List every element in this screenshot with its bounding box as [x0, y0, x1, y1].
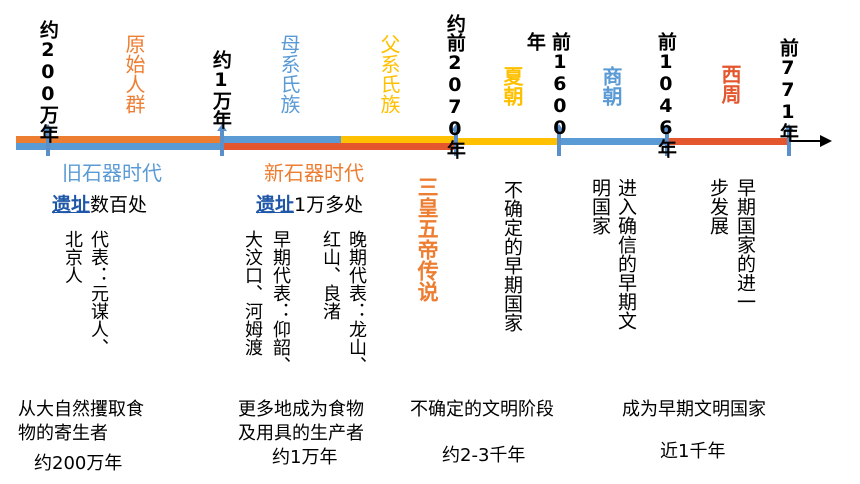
- marker-arrow-icon: [43, 124, 53, 156]
- neo-sites-count: 1万多处: [294, 194, 364, 216]
- marker-arrow-icon: [217, 124, 227, 156]
- period-fuxi: 父系氏族: [377, 34, 401, 114]
- summary-uncertain-line1: 不确定的文明阶段: [410, 399, 554, 420]
- neo-sites-link[interactable]: 遗址: [256, 194, 295, 216]
- bar-shang-blue: [558, 138, 666, 145]
- period-shang: 商朝: [599, 66, 623, 106]
- sanhuang-wudi-legend: 三皇五帝传说: [415, 176, 440, 302]
- summary-civilization-line1: 成为早期文明国家: [622, 399, 766, 420]
- summary-uncertain-time: 约2-3千年: [442, 445, 526, 466]
- marker-arrow-icon: [784, 124, 794, 156]
- time-label-200wan: 约200万年: [36, 20, 59, 143]
- neo-early-col2: 大汶口、河姆渡: [242, 230, 263, 356]
- time-label-1600: 前1600: [548, 32, 571, 139]
- marker-arrow-icon: [662, 124, 672, 156]
- neo-late-col2: 红山、良渚: [320, 230, 341, 320]
- shang-desc-col2: 明国家: [589, 178, 611, 235]
- period-xia: 夏朝: [500, 66, 524, 106]
- timeline-axis: [788, 140, 822, 142]
- zhou-desc-col2: 步发展: [707, 178, 729, 235]
- bar-paleo-blue: [16, 143, 221, 150]
- era-paleolithic: 旧石器时代: [62, 161, 162, 185]
- summary-neo-line2: 及用具的生产者: [238, 423, 364, 444]
- neo-late-col1: 晚期代表：龙山、: [346, 230, 367, 374]
- period-xizhou: 西周: [718, 64, 742, 104]
- bar-xizhou-orange: [666, 138, 788, 145]
- bar-yuanshi-orange: [16, 136, 221, 143]
- bar-fuxi-yellow: [341, 136, 455, 143]
- neo-sites: 遗址1万多处: [256, 193, 363, 217]
- summary-neo-line1: 更多地成为食物: [238, 399, 364, 420]
- paleo-sites-link[interactable]: 遗址: [52, 194, 91, 216]
- summary-civilization-time: 近1千年: [660, 441, 726, 462]
- time-label-771: 前771年: [776, 38, 799, 142]
- time-label-1046: 前1046年: [654, 32, 677, 158]
- summary-paleo-line1: 从大自然攫取食: [18, 399, 144, 420]
- era-neolithic: 新石器时代: [264, 161, 364, 185]
- period-muxi: 母系氏族: [277, 34, 301, 114]
- neo-early-col1: 早期代表：仰韶、: [270, 230, 291, 374]
- bar-muxi-blue: [221, 136, 341, 143]
- paleo-sites: 遗址数百处: [52, 193, 147, 217]
- xia-description: 不确定的早期国家: [501, 180, 523, 332]
- summary-neo: 更多地成为食物 及用具的生产者 约1万年: [238, 398, 364, 470]
- summary-neo-time: 约1万年: [272, 447, 338, 468]
- time-label-1600-suffix: 年: [523, 32, 546, 51]
- paleo-rep-col2: 北京人: [62, 230, 83, 284]
- shang-desc-col1: 进入确信的早期文: [615, 178, 637, 330]
- paleo-rep-col1: 代表：元谋人、: [88, 230, 109, 356]
- time-label-1wan: 约1万年: [209, 50, 232, 129]
- marker-arrow-icon: [451, 124, 461, 156]
- summary-paleo: 从大自然攫取食 物的寄生者 约200万年: [18, 398, 144, 476]
- summary-uncertain: 不确定的文明阶段 约2-3千年: [410, 398, 554, 468]
- paleo-sites-count: 数百处: [90, 194, 148, 216]
- bar-xia-yellow: [455, 138, 558, 145]
- marker-arrow-icon: [554, 124, 564, 156]
- summary-paleo-time: 约200万年: [34, 453, 123, 474]
- summary-civilization: 成为早期文明国家 近1千年: [622, 398, 766, 464]
- bar-neo-orange: [221, 143, 455, 150]
- timeline-arrowhead-icon: [820, 135, 832, 147]
- summary-paleo-line2: 物的寄生者: [18, 423, 108, 444]
- period-yuanshi: 原始人群: [122, 34, 146, 114]
- zhou-desc-col1: 早期国家的进一: [734, 178, 756, 311]
- time-label-2070: 约前2070年: [443, 14, 466, 159]
